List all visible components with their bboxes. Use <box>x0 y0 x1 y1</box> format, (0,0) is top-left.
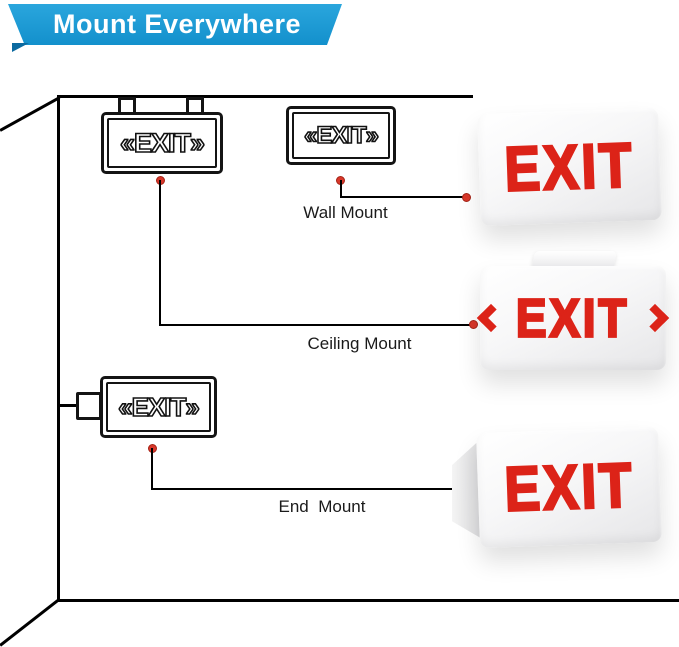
banner-title: Mount Everywhere <box>52 9 302 39</box>
end-connector-vline <box>151 448 153 490</box>
drawn-ceiling-exit-sign: «EXIT» <box>101 112 223 174</box>
wall-corner-top-line <box>0 96 61 132</box>
end-mount-product-photo: EXIT <box>476 426 662 549</box>
banner: Mount Everywhere <box>8 4 342 45</box>
floor-line <box>57 599 679 602</box>
wall-mount-product-photo: EXIT <box>477 107 662 227</box>
left-wall-line <box>57 95 60 601</box>
product-exit-text: EXIT <box>515 286 630 349</box>
product-exit-text: EXIT <box>502 128 637 205</box>
ceiling-hanger-bracket <box>186 97 204 114</box>
drawn-sign-face: «EXIT» <box>106 382 211 432</box>
drawn-end-exit-sign: «EXIT» <box>100 376 217 438</box>
connector-dot <box>462 193 471 202</box>
drawn-wall-exit-sign: «EXIT» <box>286 106 396 165</box>
product-exit-text: EXIT <box>502 449 637 526</box>
ceiling-mount-label: Ceiling Mount <box>307 334 412 353</box>
end-bracket-stub-line <box>59 404 78 407</box>
connector-dot <box>469 320 478 329</box>
wall-corner-bottom-line <box>0 598 60 647</box>
ceiling-connector-hline <box>159 324 473 326</box>
wall-connector-hline <box>340 196 466 198</box>
ceiling-mount-product-photo: EXIT <box>477 266 669 370</box>
end-mount-bracket <box>76 392 102 420</box>
wall-connector-vline <box>340 180 342 197</box>
end-mount-label: End Mount <box>278 497 366 516</box>
end-connector-hline <box>151 488 459 490</box>
drawn-sign-face: «EXIT» <box>107 118 217 168</box>
ceiling-hanger-bracket <box>118 97 136 114</box>
banner-fold-icon <box>12 43 29 52</box>
chevron-left-icon <box>477 303 506 333</box>
ceiling-connector-vline <box>159 180 161 326</box>
wall-mount-label: Wall Mount <box>303 203 388 222</box>
drawn-sign-face: «EXIT» <box>292 112 390 159</box>
ceiling-line <box>57 95 473 98</box>
chevron-right-icon <box>640 303 669 333</box>
drawn-exit-text: «EXIT» <box>119 127 206 159</box>
drawn-exit-text: «EXIT» <box>117 391 200 423</box>
drawn-exit-text: «EXIT» <box>303 121 380 150</box>
